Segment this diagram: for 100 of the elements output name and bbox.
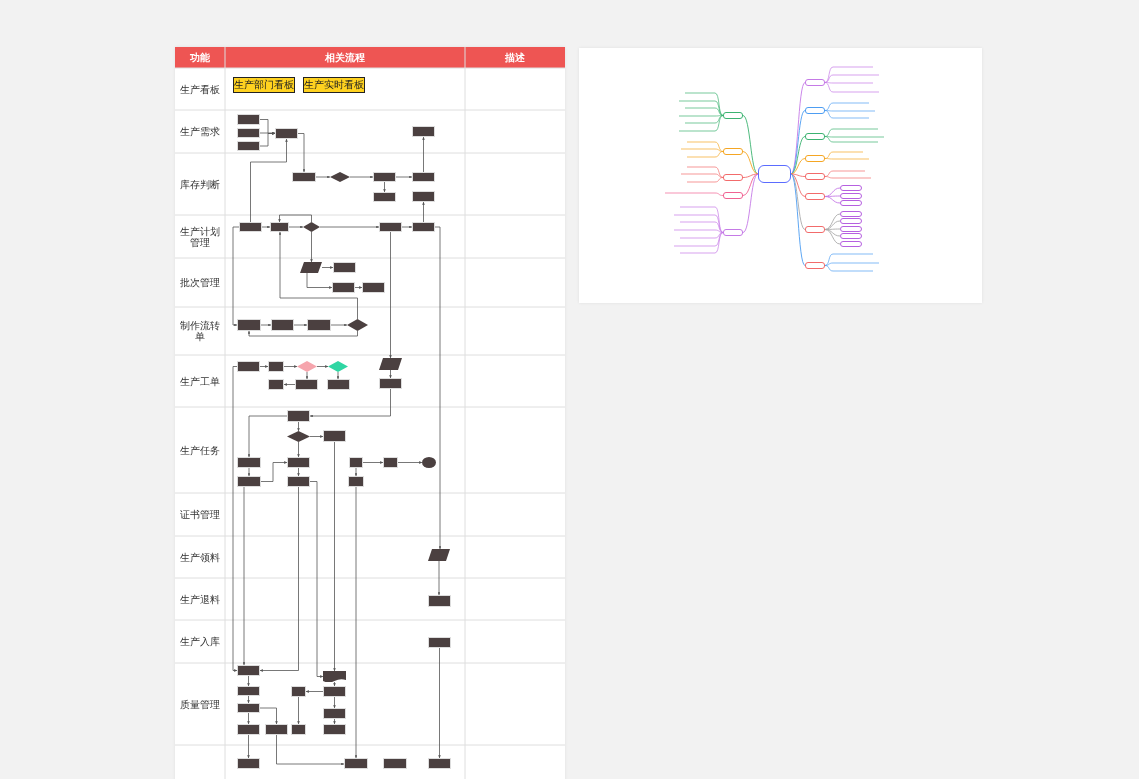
topic-box: [723, 148, 743, 155]
branch-line: [790, 173, 806, 197]
branch-line: [742, 173, 759, 233]
row-label: 证书管理: [180, 509, 220, 520]
row-label: 生产退料: [180, 593, 220, 605]
process-box: [333, 262, 356, 273]
branch-line: [790, 173, 806, 230]
process-box: [348, 476, 364, 487]
process-box: [237, 758, 260, 769]
row-label: 生产领料: [180, 551, 220, 563]
process-box: [349, 457, 363, 468]
process-box: [327, 379, 350, 390]
row-label: 生产看板: [180, 83, 220, 95]
branch-line: [742, 173, 759, 196]
process-box: [270, 222, 289, 232]
process-box: [323, 686, 346, 697]
process-box: [237, 703, 260, 713]
row-label: 生产需求: [180, 126, 220, 137]
topic-box: [805, 107, 825, 114]
process-box: [287, 410, 310, 422]
column-header: 描述: [505, 50, 525, 65]
terminal-circle: [422, 457, 436, 468]
central-topic-box: [758, 165, 791, 183]
row-label: 库存判断: [180, 178, 220, 190]
topic-box: [723, 174, 743, 181]
subtopic-box: [840, 226, 862, 232]
branch-line: [790, 110, 806, 175]
row-label: 生产任务: [180, 444, 220, 456]
data-parallelogram: [300, 262, 322, 273]
process-box: [412, 172, 435, 182]
dashboard-box: 生产部门看板: [233, 77, 295, 93]
process-box: [237, 319, 261, 331]
data-parallelogram: [428, 549, 450, 561]
process-box: [268, 379, 284, 390]
row-label: 质量管理: [180, 698, 220, 710]
process-box: [287, 476, 310, 487]
column-header: 功能: [190, 50, 210, 65]
process-box: [239, 222, 262, 232]
decision-diamond: [287, 431, 310, 442]
process-box: [383, 457, 398, 468]
subtopic-box: [840, 193, 862, 199]
branch-line: [790, 173, 806, 177]
process-box: [307, 319, 331, 331]
subtopic-box: [840, 233, 862, 239]
subtopic-box: [840, 185, 862, 191]
decision-diamond: [328, 361, 348, 372]
subtopic-box: [840, 200, 862, 206]
process-box: [268, 361, 284, 372]
process-box: [237, 114, 260, 125]
branch-line: [824, 213, 841, 230]
topic-box: [805, 226, 825, 233]
topic-box: [805, 193, 825, 200]
row-label: 批次管理: [180, 277, 220, 288]
process-box: [237, 457, 261, 468]
process-box: [237, 686, 260, 696]
arrow: [333, 681, 336, 687]
branch-line: [824, 229, 841, 245]
process-box: [383, 758, 407, 769]
process-box: [332, 282, 355, 293]
topic-box: [723, 229, 743, 236]
dashboard-box: 生产实时看板: [303, 77, 365, 93]
process-box: [379, 378, 402, 389]
topic-box: [723, 192, 743, 199]
branch-line: [824, 187, 841, 197]
process-box: [412, 126, 435, 137]
decision-diamond: [297, 361, 317, 372]
process-box: [428, 758, 451, 769]
process-box: [292, 172, 316, 182]
process-box: [412, 191, 435, 202]
decision-diamond: [347, 319, 368, 331]
arrow: [333, 718, 336, 725]
process-box: [271, 319, 294, 331]
process-box: [295, 379, 318, 390]
process-box: [323, 430, 346, 442]
decision-diamond: [330, 172, 350, 182]
subtopic-box: [840, 211, 862, 217]
process-box: [379, 222, 402, 232]
process-box: [291, 724, 306, 735]
process-box: [237, 665, 260, 676]
subtopic-box: [840, 218, 862, 224]
process-box: [362, 282, 385, 293]
process-box: [428, 637, 451, 648]
branch-line: [824, 229, 841, 237]
decision-diamond: [303, 222, 320, 232]
data-parallelogram: [379, 358, 402, 370]
branch-line: [790, 158, 806, 175]
branch-line: [824, 220, 841, 230]
row-label: 生产入库: [180, 636, 220, 647]
row-label: 制作流转单: [179, 320, 221, 342]
process-box: [287, 457, 310, 468]
topic-box: [805, 173, 825, 180]
process-box: [237, 476, 261, 487]
branch-line: [824, 196, 841, 204]
topic-box: [805, 155, 825, 162]
process-box: [344, 758, 368, 769]
topic-box: [805, 133, 825, 140]
branch-line: [790, 136, 806, 175]
column-header: 相关流程: [325, 50, 365, 65]
process-box: [275, 128, 298, 139]
process-box: [323, 708, 346, 719]
